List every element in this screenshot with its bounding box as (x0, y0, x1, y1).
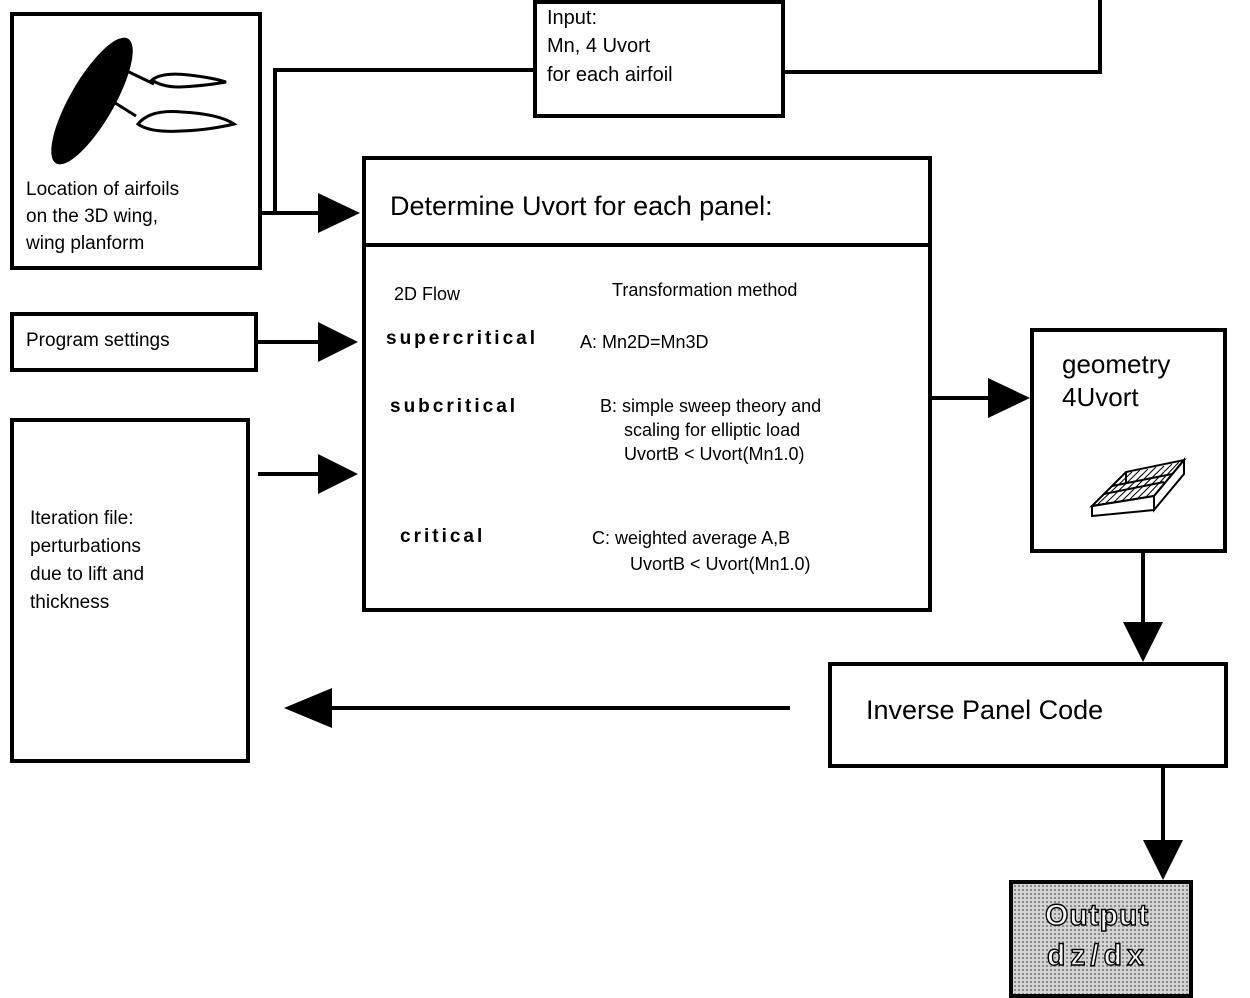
input-box: Input: Mn, 4 Uvort for each airfoil (533, 0, 785, 118)
method-column-header: Transformation method (612, 280, 798, 300)
method-c-line-2: UvortB < Uvort(Mn1.0) (630, 554, 811, 574)
method-b-line-3: UvortB < Uvort(Mn1.0) (624, 444, 805, 464)
geometry-line-2: 4Uvort (1062, 382, 1139, 412)
iteration-line-3: due to lift and (30, 564, 145, 585)
arrowhead-location-main (318, 193, 360, 233)
iteration-line-4: thickness (30, 592, 110, 613)
geometry-line-1: geometry (1062, 349, 1171, 379)
feedback-top-line (785, 0, 1102, 74)
arrowhead-panel-output (1143, 840, 1183, 880)
flow-critical: critical (400, 526, 486, 547)
method-a: A: Mn2D=Mn3D (580, 332, 709, 352)
flow-supercritical: supercritical (386, 328, 538, 349)
main-title: Determine Uvort for each panel: (390, 191, 773, 221)
method-b-line-1: B: simple sweep theory and (600, 396, 822, 416)
arrowhead-main-geometry (988, 378, 1030, 418)
location-line-2: on the 3D wing, (26, 206, 159, 227)
input-line-3: for each airfoil (547, 64, 673, 86)
input-line-2: Mn, 4 Uvort (547, 35, 651, 57)
flow-subcritical: subcritical (390, 396, 519, 417)
program-settings-label: Program settings (26, 330, 170, 351)
panel-geometry-icon (1089, 457, 1187, 518)
flow-column-header: 2D Flow (394, 284, 461, 304)
output-line-2: dz/dx (1046, 938, 1149, 972)
iteration-file-box: Iteration file: perturbations due to lif… (10, 418, 250, 763)
location-line-1: Location of airfoils (26, 179, 180, 200)
inverse-panel-code-label: Inverse Panel Code (866, 695, 1104, 725)
location-line-3: wing planform (26, 233, 145, 254)
method-b-line-2: scaling for elliptic load (624, 420, 801, 440)
arrowhead-program-main (318, 322, 358, 362)
arrowhead-panel-iteration (284, 688, 332, 728)
arrowhead-iteration-main (318, 454, 358, 494)
wing-airfoil-icon (51, 37, 238, 165)
arrowhead-geometry-panel (1123, 622, 1163, 662)
determine-uvort-box: Determine Uvort for each panel: 2D Flow … (362, 156, 932, 612)
program-settings-box: Program settings (10, 312, 258, 372)
input-line-1: Input: (547, 7, 598, 29)
main-title-divider (366, 243, 928, 247)
output-line-1: Output (1044, 898, 1150, 932)
output-box: Output dz/dx (1009, 880, 1193, 998)
location-box: Location of airfoils on the 3D wing, win… (10, 12, 262, 270)
input-to-main-line (273, 68, 535, 213)
iteration-line-2: perturbations (30, 536, 141, 557)
geometry-box: geometry 4Uvort (1030, 328, 1227, 553)
method-c-line-1: C: weighted average A,B (592, 528, 791, 548)
iteration-line-1: Iteration file: (30, 508, 134, 529)
inverse-panel-code-box: Inverse Panel Code (828, 662, 1228, 768)
